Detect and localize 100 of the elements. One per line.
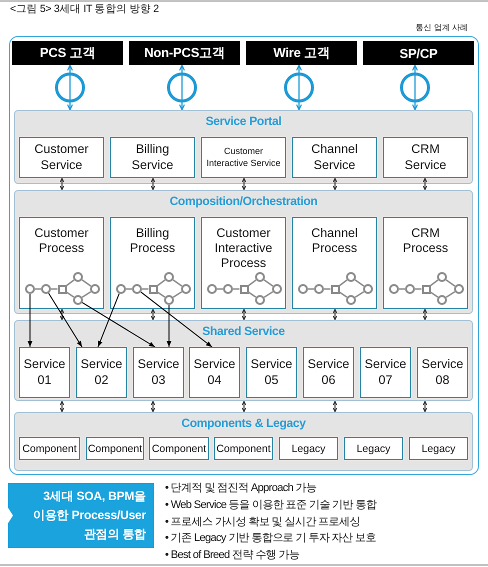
layer-band xyxy=(14,190,473,314)
flow-circle xyxy=(314,284,324,294)
double-arrow xyxy=(60,400,64,412)
service-box: Service 01 xyxy=(19,347,70,398)
arrow xyxy=(98,293,120,348)
double-arrow xyxy=(150,178,156,190)
double-arrow xyxy=(60,178,64,190)
connector-line xyxy=(82,279,92,287)
connector-line xyxy=(446,291,456,298)
customer-box: PCS 고객 xyxy=(12,41,123,65)
flow-circle xyxy=(73,272,83,282)
flow-circle xyxy=(25,284,35,294)
component-box: Legacy xyxy=(409,437,468,460)
service-box: CRM Service xyxy=(383,137,468,178)
process-box xyxy=(110,217,195,309)
component-box: Component xyxy=(214,437,273,460)
double-arrow xyxy=(422,400,428,412)
layer-band xyxy=(14,412,473,471)
connector-line xyxy=(399,288,405,290)
service-box: Customer Service xyxy=(19,137,104,178)
process-box xyxy=(292,217,377,309)
flow-circle xyxy=(255,295,265,305)
bullet-text: • 기존 Legacy 기반 통합으로 기 투자 자산 보호 xyxy=(165,531,376,546)
connector-line xyxy=(354,279,364,287)
connector-line xyxy=(66,279,74,286)
double-arrow xyxy=(242,400,246,412)
connector-line xyxy=(324,288,330,290)
flow-circle xyxy=(363,284,373,294)
flow-circle xyxy=(272,284,282,294)
flow-circle xyxy=(132,284,142,294)
connector-line xyxy=(142,288,148,290)
service-box: Billing Service xyxy=(110,137,195,178)
connector-line xyxy=(82,291,92,298)
component-box: Legacy xyxy=(279,437,338,460)
arrow xyxy=(48,292,82,348)
layer-band xyxy=(14,110,473,184)
flow-circle xyxy=(255,272,265,282)
bullet-text: • 단계적 및 점진적 Approach 가능 xyxy=(165,481,318,496)
process-box xyxy=(383,217,468,309)
arrow xyxy=(140,292,212,348)
connector-line xyxy=(264,279,274,287)
double-arrow xyxy=(332,178,338,190)
connector-line xyxy=(66,291,74,298)
flow-circle xyxy=(116,284,126,294)
circled-double-arrow xyxy=(167,64,197,110)
connector-line xyxy=(430,279,438,286)
process-title: Billing Process xyxy=(128,226,176,256)
flow-circle xyxy=(164,295,174,305)
connector-line xyxy=(233,288,240,290)
connector-line xyxy=(339,291,348,298)
connector-line xyxy=(35,288,41,290)
arrow xyxy=(82,302,156,348)
process-box xyxy=(201,217,286,309)
bullet-text: • 프로세스 가시성 확보 및 실시간 프로세싱 xyxy=(165,514,361,530)
band-title: Service Portal xyxy=(206,114,282,129)
component-box: Legacy xyxy=(344,437,403,460)
flow-circle xyxy=(164,272,174,282)
double-arrow xyxy=(332,400,338,412)
double-arrow xyxy=(242,308,246,320)
service-box: Service 07 xyxy=(360,347,411,398)
customer-box: Wire 고객 xyxy=(246,41,357,65)
flow-circle xyxy=(405,284,415,294)
connector-line xyxy=(430,291,438,298)
service-box: Service 05 xyxy=(246,347,297,398)
flow-circle xyxy=(437,295,447,305)
process-title: Customer Interactive Process xyxy=(214,226,274,271)
flow-square xyxy=(422,284,430,294)
band-title: Composition/Orchestration xyxy=(170,194,318,209)
double-arrow xyxy=(242,178,246,190)
double-arrow xyxy=(60,308,64,320)
layer-band xyxy=(14,320,473,401)
connector-line xyxy=(446,279,456,287)
flow-circle xyxy=(346,272,356,282)
circled-double-arrow xyxy=(55,64,85,110)
component-box: Component xyxy=(149,437,209,460)
connector-line xyxy=(354,291,364,298)
flow-circle xyxy=(41,284,51,294)
flow-circle xyxy=(346,295,356,305)
flow-circle xyxy=(298,284,308,294)
service-box: Service 02 xyxy=(76,347,127,398)
process-title: Customer Process xyxy=(33,226,90,256)
flow-square xyxy=(148,284,158,294)
connector-line xyxy=(126,288,132,290)
band-title: Shared Service xyxy=(202,324,285,339)
service-box: Channel Service xyxy=(292,137,377,178)
flow-circle xyxy=(437,272,447,282)
connector-line xyxy=(308,288,314,290)
double-arrow xyxy=(332,308,338,320)
connector-line xyxy=(157,291,166,298)
circled-double-arrow xyxy=(400,64,430,110)
flow-circle xyxy=(207,284,217,294)
connector-line xyxy=(248,291,256,298)
double-arrow xyxy=(150,400,156,412)
connector-line xyxy=(172,291,182,298)
connector-line xyxy=(264,291,274,298)
connector-line xyxy=(51,288,58,290)
connector-line xyxy=(217,288,223,290)
flow-circle xyxy=(223,284,233,294)
double-arrow xyxy=(150,308,156,320)
flow-circle xyxy=(389,284,399,294)
